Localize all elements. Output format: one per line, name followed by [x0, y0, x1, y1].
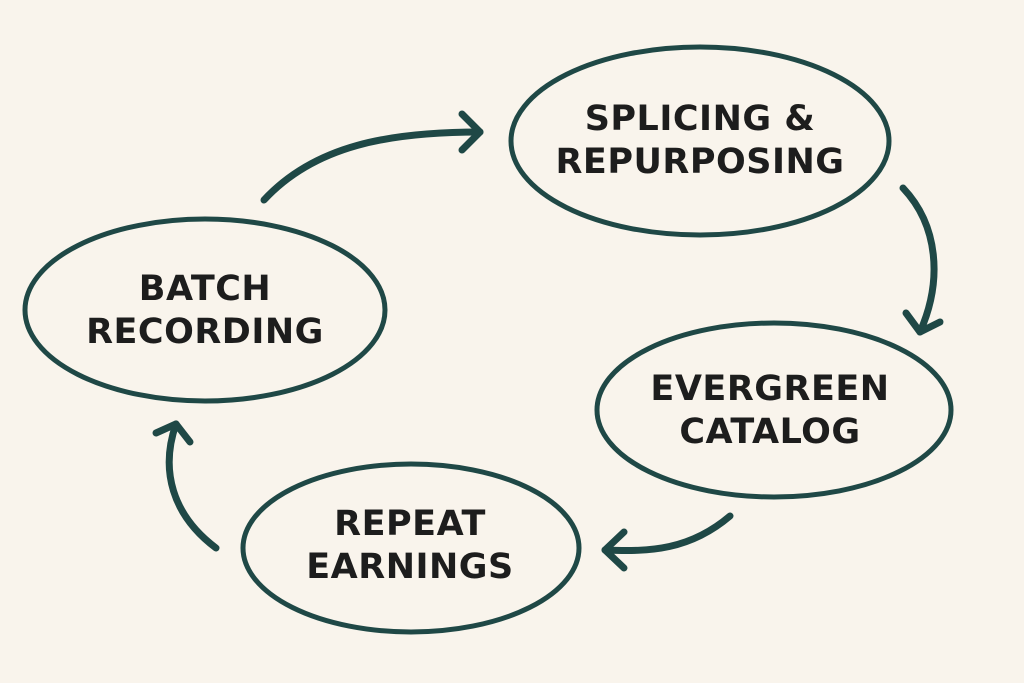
edge-batch-to-splicing [260, 110, 484, 204]
node-repeat-line1: REPEAT [334, 504, 486, 544]
node-evergreen-line2: CATALOG [679, 412, 860, 452]
edge-repeat-to-batch [152, 420, 220, 552]
node-evergreen-line1: EVERGREEN [650, 369, 889, 409]
node-repeat-earnings: REPEAT EARNINGS [240, 461, 582, 635]
node-splicing-line1: SPLICING & [585, 99, 816, 139]
node-repeat-line2: EARNINGS [306, 547, 514, 587]
node-evergreen-catalog: EVERGREEN CATALOG [594, 320, 954, 500]
node-batch-line1: BATCH [139, 269, 271, 309]
node-splicing-repurposing: SPLICING & REPURPOSING [508, 44, 892, 238]
node-splicing-line2: REPURPOSING [555, 142, 844, 182]
node-batch-line2: RECORDING [86, 312, 324, 352]
edge-evergreen-to-repeat [601, 512, 734, 572]
edge-splicing-to-evergreen [899, 184, 944, 336]
node-batch-recording: BATCH RECORDING [22, 216, 388, 404]
